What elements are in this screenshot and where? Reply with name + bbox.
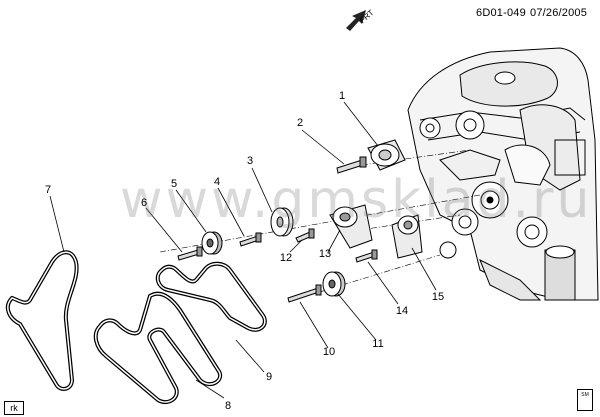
corner-tag: rk — [4, 401, 24, 415]
tensioner-part-13 — [329, 204, 373, 249]
callout-2: 2 — [296, 117, 304, 129]
tensioner-part-15 — [391, 214, 423, 259]
pulley-part-5 — [201, 231, 223, 255]
idler-pulley-part-3 — [270, 207, 294, 237]
callout-15: 15 — [431, 291, 445, 303]
manual-badge-icon: SM — [577, 389, 593, 411]
callout-7: 7 — [44, 184, 52, 196]
callout-10: 10 — [322, 346, 336, 358]
belt-part-8 — [93, 291, 222, 405]
callout-12: 12 — [279, 252, 293, 264]
callout-6: 6 — [140, 197, 148, 209]
callout-9: 9 — [265, 371, 273, 383]
bolt-part-2 — [336, 156, 367, 174]
alignment-lines — [159, 149, 481, 299]
bolt-part-4 — [239, 232, 262, 247]
callout-5: 5 — [170, 178, 178, 190]
callout-14: 14 — [395, 305, 409, 317]
idler-pulley-part-11 — [322, 271, 346, 297]
bolt-part-12 — [295, 228, 315, 243]
belt-part-9 — [155, 261, 267, 332]
callout-11: 11 — [372, 338, 384, 350]
engine-assembly — [407, 47, 599, 301]
callout-8: 8 — [224, 400, 232, 412]
leader-lines — [49, 101, 437, 399]
badge-text: SM — [581, 392, 589, 398]
bolt-part-6 — [177, 246, 203, 261]
callout-13: 13 — [318, 248, 332, 260]
callout-4: 4 — [213, 176, 221, 188]
belt-part-7 — [5, 250, 79, 391]
bolt-part-10 — [287, 284, 322, 303]
bolt-part-14 — [355, 249, 378, 263]
figure-date: 07/26/2005 — [530, 7, 588, 19]
callout-3: 3 — [246, 155, 254, 167]
figure-code: 6D01-049 — [476, 7, 526, 19]
front-arrow-icon — [346, 10, 366, 31]
tensioner-assembly-part-1 — [367, 139, 406, 171]
callout-1: 1 — [338, 90, 346, 102]
watermark-text: www.gmsklad.ru — [120, 170, 593, 230]
